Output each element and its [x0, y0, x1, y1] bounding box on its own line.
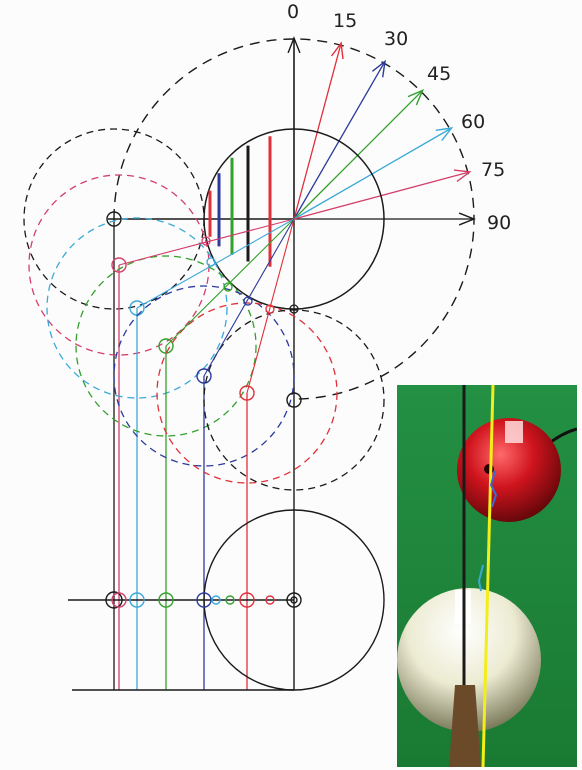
contact-point-0	[201, 236, 211, 246]
angle-label-60: 60	[461, 111, 485, 133]
cue-marker-0	[105, 591, 123, 609]
ghost-ball-straight	[203, 309, 385, 491]
contact-point-straight	[289, 304, 299, 314]
angle-label-15: 15	[333, 10, 357, 32]
cue-ball	[397, 588, 541, 732]
cue-marker-6	[225, 595, 235, 605]
arrow-15-head	[330, 41, 344, 60]
angle-label-30: 30	[384, 28, 408, 50]
red-ball-spot	[484, 464, 494, 474]
contact-point-4	[265, 304, 275, 314]
aim-offset-line	[477, 564, 484, 592]
contact-line	[489, 470, 498, 508]
arrow-60	[293, 127, 452, 220]
angle-label-45: 45	[427, 63, 451, 85]
ghost-ball-5	[156, 302, 338, 484]
arrow-30	[293, 61, 386, 220]
snooker-photo	[397, 385, 577, 767]
arrow-75	[293, 171, 470, 220]
aim-circle-dashed	[113, 38, 475, 400]
aim-line-1	[136, 218, 295, 309]
contact-point-3	[243, 296, 253, 306]
arrow-0-head	[287, 36, 301, 54]
arrow-75-head	[453, 169, 472, 183]
ghost-ball-4	[113, 285, 295, 467]
cue-marker-2	[129, 592, 145, 608]
cue-marker-4	[196, 592, 212, 608]
arrow-30-head	[371, 59, 386, 78]
ghost-ball-0	[23, 128, 205, 310]
contact-point-1	[206, 257, 216, 267]
cue-marker-7	[239, 592, 255, 608]
arrow-45	[293, 89, 424, 220]
ghost-centre-straight	[286, 392, 302, 408]
cue-marker-5	[211, 595, 221, 605]
arrow-45-head	[407, 88, 425, 106]
aim-line-2	[165, 218, 295, 347]
red-ball	[457, 418, 561, 522]
ghost-ball-3	[75, 255, 257, 437]
arrow-90-head	[458, 212, 476, 226]
arrow-60-head	[435, 127, 454, 142]
aim-line-0	[118, 218, 295, 266]
angle-label-75: 75	[481, 159, 505, 181]
angle-label-90: 90	[487, 212, 511, 234]
red-ball-highlight	[505, 421, 523, 443]
cue-marker-8	[265, 595, 275, 605]
cue-marker-9	[286, 592, 302, 608]
ghost-ball-2	[46, 217, 228, 399]
cue-tip	[449, 685, 481, 767]
aim-line	[481, 385, 495, 767]
contact-point-2	[223, 282, 233, 292]
cue-marker-centre	[290, 596, 298, 604]
arrow-15	[293, 43, 342, 220]
aim-line-4	[246, 218, 295, 394]
cue-marker-3	[158, 592, 174, 608]
snooker-photo-drawing	[397, 385, 577, 767]
angle-label-0: 0	[287, 1, 299, 23]
cue-marker-1	[111, 592, 127, 608]
